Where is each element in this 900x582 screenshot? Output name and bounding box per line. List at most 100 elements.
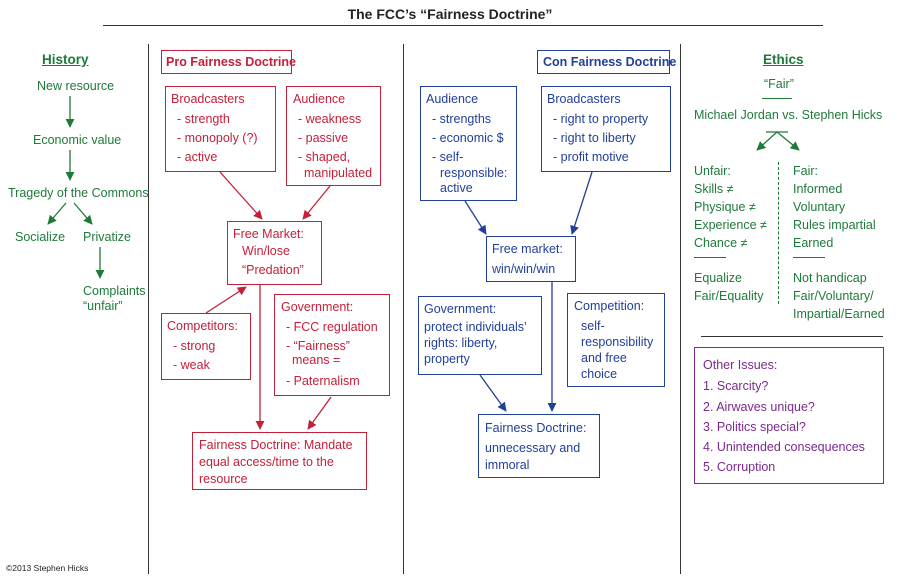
pro-broadcasters-item: - monopoly (?) <box>177 131 258 145</box>
history-heading: History <box>42 52 89 67</box>
pro-broadcasters-title: Broadcasters <box>171 92 245 106</box>
con-audience-item: active <box>440 181 473 195</box>
pro-audience-item: manipulated <box>304 166 373 180</box>
ethics-separator <box>701 336 883 337</box>
con-broadcasters-item: - right to liberty <box>553 131 636 145</box>
ethics-fair-item: Earned <box>793 236 834 250</box>
pro-free-market-box: Free Market: Win/lose “Predation” <box>227 221 322 285</box>
history-arrow <box>73 202 93 225</box>
ethics-fair-item: Rules impartial <box>793 218 876 232</box>
ethics-unfair-rule <box>694 257 726 258</box>
con-audience-item: responsible: <box>440 166 508 180</box>
ethics-versus: Michael Jordan vs. Stephen Hicks <box>694 108 883 122</box>
con-arrow <box>464 200 487 235</box>
other-issues-item: 3. Politics special? <box>703 420 806 434</box>
pro-broadcasters-box: Broadcasters - strength - monopoly (?) -… <box>165 86 276 172</box>
pro-broadcasters-item: - strength <box>177 112 230 126</box>
con-government-title: Government: <box>424 302 497 316</box>
con-heading-box: Con Fairness Doctrine <box>537 50 676 74</box>
pro-government-item: - FCC regulation <box>286 320 378 334</box>
pro-competitors-item: - strong <box>173 339 216 353</box>
history-economic-value: Economic value <box>33 133 122 147</box>
con-government-line: rights: liberty, <box>424 336 498 350</box>
con-broadcasters-item: - profit motive <box>553 150 629 164</box>
ethics-fair-quote: “Fair” <box>764 77 794 91</box>
con-audience-item: - economic $ <box>432 131 504 145</box>
ethics-unfair-item: Skills ≠ <box>694 182 734 196</box>
con-government-line: protect individuals’ <box>424 320 527 334</box>
pro-doctrine-box: Fairness Doctrine: Mandate equal access/… <box>192 432 367 490</box>
pro-audience-box: Audience - weakness - passive - shaped, … <box>286 86 381 186</box>
history-complaints: Complaints <box>83 284 146 298</box>
ethics-fair-conclusion: Impartial/Earned <box>793 307 885 321</box>
con-free-market-line: win/win/win <box>492 262 556 276</box>
ethics-unfair-item: Physique ≠ <box>694 200 756 214</box>
pro-audience-title: Audience <box>293 92 346 106</box>
divider-con-ethics <box>680 44 681 574</box>
other-issues-title: Other Issues: <box>703 358 778 372</box>
pro-free-market-title: Free Market: <box>233 227 304 241</box>
pro-broadcasters-item: - active <box>177 150 218 164</box>
copyright: ©2013 Stephen Hicks <box>6 563 89 573</box>
history-tragedy: Tragedy of the Commons <box>8 186 149 200</box>
ethics-fair-rule <box>793 257 825 258</box>
ethics-unfair-item: Chance ≠ <box>694 236 748 250</box>
pro-free-market-line: “Predation” <box>242 263 304 277</box>
pro-doctrine-line: Fairness Doctrine: Mandate <box>199 438 353 452</box>
history-new-resource: New resource <box>37 79 115 93</box>
pro-government-item: - “Fairness” <box>286 339 350 353</box>
con-broadcasters-box: Broadcasters - right to property - right… <box>541 86 671 172</box>
other-issues-item: 4. Unintended consequences <box>703 440 865 454</box>
con-competition-line: responsibility <box>581 335 654 349</box>
pro-free-market-line: Win/lose <box>242 244 290 258</box>
ethics-fair-item: Voluntary <box>793 200 846 214</box>
pro-government-box: Government: - FCC regulation - “Fairness… <box>274 294 390 396</box>
pro-heading-box: Pro Fairness Doctrine <box>161 50 296 74</box>
con-heading: Con Fairness Doctrine <box>543 55 677 69</box>
divider-history-pro <box>148 44 149 574</box>
ethics-fair-title: Fair: <box>793 164 818 178</box>
pro-government-item: - Paternalism <box>286 374 360 388</box>
con-broadcasters-title: Broadcasters <box>547 92 621 106</box>
divider-pro-con <box>403 44 404 574</box>
other-issues-item: 2. Airwaves unique? <box>703 400 815 414</box>
pro-arrow <box>219 171 263 220</box>
title-underline <box>103 25 823 26</box>
other-issues-box: Other Issues: 1. Scarcity? 2. Airwaves u… <box>694 347 884 484</box>
ethics-unfair-item: Experience ≠ <box>694 218 767 232</box>
ethics-fair-conclusion: Not handicap <box>793 271 867 285</box>
pro-audience-item: - shaped, <box>298 150 351 164</box>
pro-arrow <box>205 286 247 314</box>
history-unfair: “unfair” <box>83 299 123 313</box>
pro-heading: Pro Fairness Doctrine <box>166 55 296 69</box>
ethics-arrow <box>756 131 778 151</box>
history-arrow <box>47 202 67 225</box>
ethics-fair-conclusion: Fair/Voluntary/ <box>793 289 874 303</box>
other-issues-item: 5. Corruption <box>703 460 776 474</box>
con-free-market-box: Free market: win/win/win <box>486 236 576 282</box>
ethics-dashed-divider <box>778 162 779 304</box>
pro-arrow <box>307 396 332 430</box>
con-doctrine-line: Fairness Doctrine: <box>485 421 587 435</box>
pro-doctrine-line: equal access/time to the <box>199 455 334 469</box>
pro-audience-item: - weakness <box>298 112 362 126</box>
pro-audience-item: - passive <box>298 131 349 145</box>
pro-competitors-title: Competitors: <box>167 319 238 333</box>
con-competition-box: Competition: self- responsibility and fr… <box>567 293 665 387</box>
ethics-arrow <box>776 131 800 151</box>
ethics-unfair-conclusion: Fair/Equality <box>694 289 764 303</box>
con-broadcasters-item: - right to property <box>553 112 649 126</box>
pro-arrow <box>302 185 331 220</box>
con-doctrine-box: Fairness Doctrine: unnecessary and immor… <box>478 414 600 478</box>
con-doctrine-line: unnecessary and <box>485 441 581 455</box>
ethics-unfair-conclusion: Equalize <box>694 271 742 285</box>
ethics-heading: Ethics <box>763 52 804 67</box>
con-arrow <box>570 171 593 235</box>
con-audience-item: - strengths <box>432 112 492 126</box>
history-privatize: Privatize <box>83 230 131 244</box>
other-issues-item: 1. Scarcity? <box>703 379 769 393</box>
ethics-rule <box>762 98 792 99</box>
pro-government-item: means = <box>292 353 341 367</box>
page-title: The FCC’s “Fairness Doctrine” <box>347 6 553 22</box>
